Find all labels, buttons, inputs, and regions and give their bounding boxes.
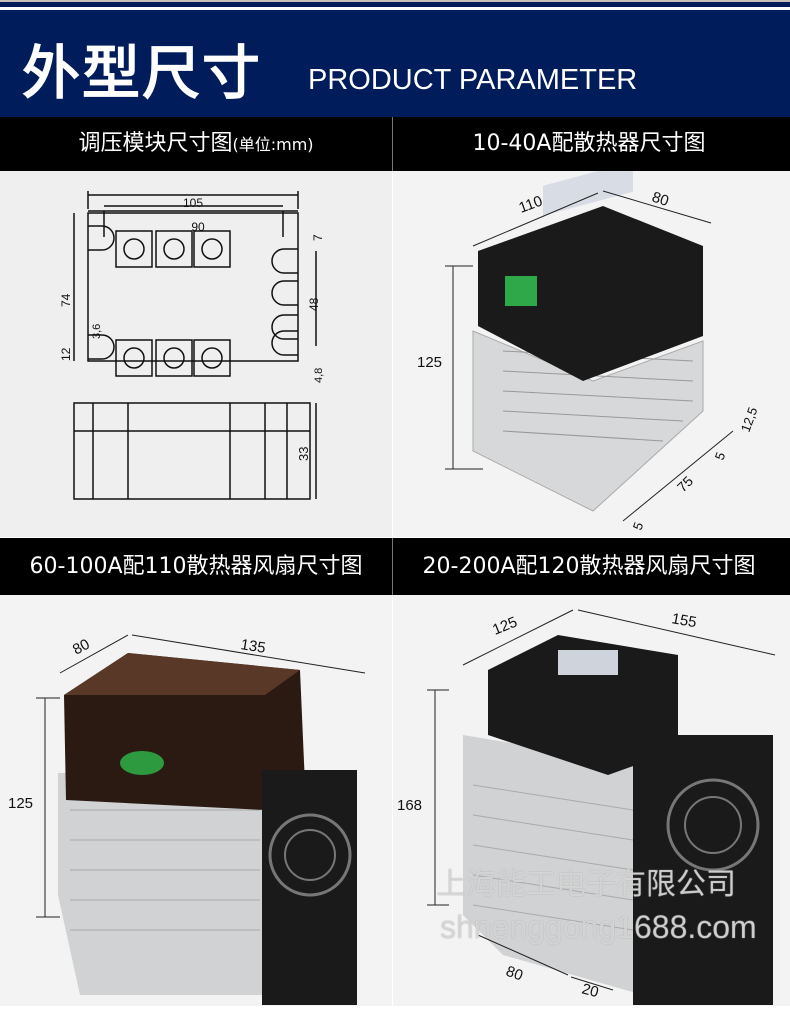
page-subtitle: PRODUCT PARAMETER — [308, 64, 638, 96]
dim-125: 125 — [8, 795, 33, 812]
dim-125: 125 — [490, 614, 520, 639]
caption-20-200a: 20-200A配120散热器风扇尺寸图 — [422, 554, 756, 579]
dim-80: 80 — [70, 636, 93, 659]
20-200a-photo-panel: 125 155 168 80 20 — [393, 595, 790, 1006]
caption-10-40a: 10-40A配散热器尺寸图 — [472, 131, 706, 156]
watermark-company: 上海能工电子有限公司 — [436, 868, 736, 901]
header-banner: 外型尺寸 PRODUCT PARAMETER — [0, 0, 790, 117]
caption-module: 调压模块尺寸图(单位:mm) — [78, 131, 314, 156]
dim-80-bottom: 80 — [504, 963, 525, 985]
dim-48: 48 — [307, 297, 321, 311]
dim-90: 90 — [191, 220, 205, 234]
dim-75: 75 — [674, 473, 696, 495]
10-40a-photo-panel: 110 80 125 12,5 5 75 5 — [393, 161, 790, 537]
dim-168: 168 — [397, 797, 422, 814]
dim-20: 20 — [580, 980, 601, 1001]
dim-3-6: 3,6 — [91, 324, 103, 339]
caption-bar-1: 调压模块尺寸图(单位:mm) 10-40A配散热器尺寸图 — [0, 117, 790, 171]
dim-110: 110 — [517, 193, 545, 217]
60-100a-heatsink-fan-product: 80 135 125 — [8, 634, 366, 1005]
dim-125: 125 — [417, 354, 442, 371]
60-100a-photo-panel: 80 135 125 — [0, 595, 392, 1006]
caption-bar-2: 60-100A配110散热器风扇尺寸图 20-200A配120散热器风扇尺寸图 — [0, 538, 790, 595]
dim-155: 155 — [670, 610, 698, 631]
dim-7: 7 — [311, 234, 325, 241]
dim-135: 135 — [239, 636, 266, 657]
dim-12-5: 12,5 — [738, 405, 761, 434]
20-200a-heatsink-fan-product: 125 155 168 80 20 — [397, 609, 776, 1005]
10-40a-heatsink-product: 110 80 125 12,5 5 75 5 — [417, 161, 761, 532]
caption-60-100a: 60-100A配110散热器风扇尺寸图 — [29, 554, 363, 579]
module-drawing-panel: 105 90 7 74 48 3,6 12 4,8 33 — [0, 171, 392, 537]
watermark-site: shnenggong1688.com — [440, 909, 757, 945]
dim-5-bottom: 5 — [630, 520, 647, 532]
page-title: 外型尺寸 — [22, 39, 263, 107]
dim-12: 12 — [59, 347, 73, 361]
dim-74: 74 — [59, 293, 73, 307]
dim-80: 80 — [650, 189, 671, 210]
dim-105: 105 — [183, 196, 203, 210]
module-dimension-drawing: 105 90 7 74 48 3,6 12 4,8 33 — [59, 191, 325, 500]
dim-5-top: 5 — [712, 450, 729, 462]
dim-33: 33 — [296, 447, 311, 461]
dim-4-8: 4,8 — [313, 368, 325, 383]
